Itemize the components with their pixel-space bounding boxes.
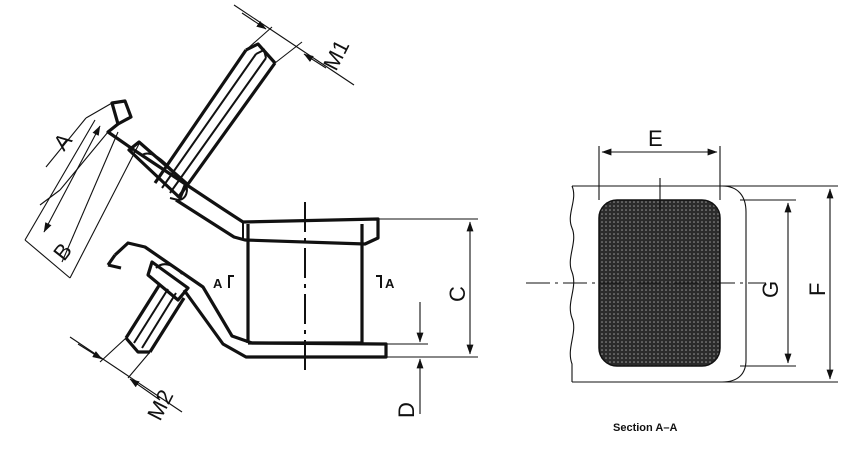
dimension-c-label: C bbox=[445, 286, 470, 302]
section-marker-left-label: A bbox=[213, 276, 223, 291]
dimension-g-label: G bbox=[758, 281, 783, 298]
dimension-d-label: D bbox=[394, 402, 419, 418]
dimension-a: A bbox=[39, 102, 113, 206]
dimension-b-label: B bbox=[48, 238, 77, 265]
dimension-e-label: E bbox=[648, 126, 663, 151]
lower-crimp-sleeve bbox=[146, 260, 190, 302]
dimension-f: F bbox=[722, 185, 838, 383]
dimension-m1-label: M1 bbox=[318, 36, 354, 75]
lower-body-arm bbox=[113, 241, 388, 359]
terminal-side-view: A A C D M1 bbox=[24, 4, 478, 424]
section-a-a-view: E G F Section A–A bbox=[526, 126, 838, 434]
dimension-g: G bbox=[740, 199, 796, 367]
dimension-d: D bbox=[386, 302, 428, 418]
section-marker-right: A bbox=[376, 275, 395, 291]
dimension-f-label: F bbox=[805, 283, 830, 296]
sleeve-break-line bbox=[569, 185, 575, 382]
section-marker-right-label: A bbox=[385, 276, 395, 291]
section-marker-left: A bbox=[213, 275, 234, 291]
dimension-a-label: A bbox=[48, 128, 77, 155]
dimension-m1: M1 bbox=[233, 4, 354, 86]
dimension-c: C bbox=[378, 218, 478, 358]
section-caption: Section A–A bbox=[613, 422, 677, 434]
dimension-e: E bbox=[598, 126, 721, 200]
lower-wire bbox=[124, 283, 186, 354]
upper-body-arm bbox=[133, 148, 380, 246]
dimension-m2: M2 bbox=[69, 336, 183, 424]
sleeve-outline bbox=[572, 185, 747, 383]
upper-wire bbox=[153, 42, 277, 199]
lower-tab bbox=[106, 254, 122, 270]
